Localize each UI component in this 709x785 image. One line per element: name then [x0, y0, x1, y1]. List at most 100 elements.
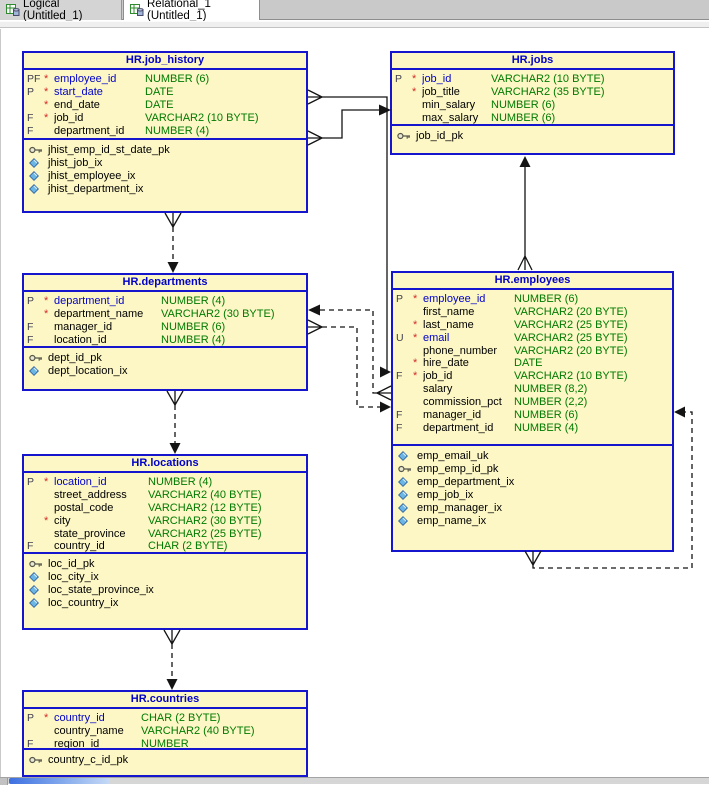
- column-row[interactable]: PF * employee_id NUMBER (6): [24, 73, 306, 86]
- column-row[interactable]: F * job_id VARCHAR2 (10 BYTE): [393, 370, 672, 383]
- column-name: country_id: [54, 540, 105, 553]
- key-row[interactable]: emp_job_ix: [393, 488, 672, 501]
- key-row[interactable]: jhist_employee_ix: [24, 169, 306, 182]
- mandatory-marker: *: [44, 111, 49, 124]
- table-title[interactable]: HR.departments: [24, 275, 306, 292]
- column-row[interactable]: U * email VARCHAR2 (25 BYTE): [393, 332, 672, 345]
- column-row[interactable]: country_name VARCHAR2 (40 BYTE): [24, 725, 306, 738]
- column-row[interactable]: state_province VARCHAR2 (25 BYTE): [24, 528, 306, 541]
- column-key-prefix: [395, 112, 412, 124]
- key-row[interactable]: dept_id_pk: [24, 351, 306, 364]
- key-row[interactable]: emp_emp_id_pk: [393, 462, 672, 475]
- column-row[interactable]: F location_id NUMBER (4): [24, 333, 306, 346]
- primary-key-icon: [29, 755, 43, 765]
- table-countries[interactable]: HR.countries P * country_id CHAR (2 BYTE…: [22, 690, 308, 777]
- column-name: department_id: [423, 421, 494, 434]
- table-columns: P * employee_id NUMBER (6) first_name VA…: [393, 290, 672, 446]
- table-title[interactable]: HR.jobs: [392, 53, 673, 70]
- mandatory-marker: [44, 528, 54, 541]
- column-row[interactable]: salary NUMBER (8,2): [393, 383, 672, 396]
- table-title[interactable]: HR.countries: [24, 692, 306, 709]
- column-row[interactable]: P * employee_id NUMBER (6): [393, 293, 672, 306]
- table-title[interactable]: HR.locations: [24, 456, 306, 473]
- column-row[interactable]: * job_title VARCHAR2 (35 BYTE): [392, 86, 673, 99]
- column-type: CHAR (2 BYTE): [141, 712, 221, 724]
- table-keys: jhist_emp_id_st_date_pk jhist_job_ix: [24, 140, 306, 211]
- table-keys: job_id_pk: [392, 126, 673, 153]
- column-row[interactable]: * last_name VARCHAR2 (25 BYTE): [393, 319, 672, 332]
- column-row[interactable]: F manager_id NUMBER (6): [24, 321, 306, 334]
- index-icon: [29, 597, 43, 608]
- column-key-prefix: F: [27, 333, 34, 346]
- column-row[interactable]: F * job_id VARCHAR2 (10 BYTE): [24, 112, 306, 125]
- diagram-canvas[interactable]: HR.job_history PF * employee_id NUMBER (…: [0, 28, 709, 777]
- mandatory-marker: [44, 540, 54, 552]
- tab-logical[interactable]: Logical (Untitled_1): [0, 0, 122, 22]
- column-row[interactable]: min_salary NUMBER (6): [392, 99, 673, 112]
- column-row[interactable]: * department_name VARCHAR2 (30 BYTE): [24, 308, 306, 321]
- table-job_history[interactable]: HR.job_history PF * employee_id NUMBER (…: [22, 51, 308, 213]
- column-row[interactable]: first_name VARCHAR2 (20 BYTE): [393, 306, 672, 319]
- table-locations[interactable]: HR.locations P * location_id NUMBER (4) …: [22, 454, 308, 630]
- key-row[interactable]: loc_state_province_ix: [24, 583, 306, 596]
- column-row[interactable]: max_salary NUMBER (6): [392, 112, 673, 124]
- table-employees[interactable]: HR.employees P * employee_id NUMBER (6) …: [391, 271, 674, 552]
- table-jobs[interactable]: HR.jobs P * job_id VARCHAR2 (10 BYTE) * …: [390, 51, 675, 155]
- horizontal-scrollbar[interactable]: [0, 777, 709, 785]
- table-title[interactable]: HR.job_history: [24, 53, 306, 70]
- column-row[interactable]: postal_code VARCHAR2 (12 BYTE): [24, 502, 306, 515]
- key-row[interactable]: emp_email_uk: [393, 449, 672, 462]
- column-row[interactable]: F manager_id NUMBER (6): [393, 409, 672, 422]
- key-row[interactable]: jhist_department_ix: [24, 182, 306, 195]
- key-row[interactable]: loc_country_ix: [24, 596, 306, 609]
- key-row[interactable]: jhist_job_ix: [24, 156, 306, 169]
- key-name: dept_location_ix: [48, 364, 128, 377]
- key-row[interactable]: emp_department_ix: [393, 475, 672, 488]
- key-row[interactable]: country_c_id_pk: [24, 753, 306, 766]
- table-departments[interactable]: HR.departments P * department_id NUMBER …: [22, 273, 308, 391]
- key-row[interactable]: emp_name_ix: [393, 514, 672, 527]
- table-keys: loc_id_pk loc_city_ix: [24, 554, 306, 628]
- column-key-prefix: [395, 86, 412, 99]
- table-title[interactable]: HR.employees: [393, 273, 672, 290]
- key-name: jhist_department_ix: [48, 182, 144, 195]
- key-name: emp_job_ix: [417, 488, 474, 501]
- column-row[interactable]: commission_pct NUMBER (2,2): [393, 396, 672, 409]
- column-row[interactable]: F region_id NUMBER: [24, 738, 306, 748]
- table-columns: PF * employee_id NUMBER (6) P * start_da…: [24, 70, 306, 140]
- key-row[interactable]: emp_manager_ix: [393, 501, 672, 514]
- column-row[interactable]: P * job_id VARCHAR2 (10 BYTE): [392, 73, 673, 86]
- key-row[interactable]: dept_location_ix: [24, 364, 306, 377]
- scrollbar-thumb[interactable]: [9, 778, 110, 784]
- column-row[interactable]: * end_date DATE: [24, 99, 306, 112]
- column-key-prefix: PF: [27, 73, 41, 85]
- column-row[interactable]: P * start_date DATE: [24, 86, 306, 99]
- column-key-prefix: [396, 357, 413, 370]
- mandatory-marker: *: [44, 307, 49, 320]
- column-type: VARCHAR2 (35 BYTE): [491, 85, 605, 98]
- column-row[interactable]: F department_id NUMBER (4): [393, 422, 672, 435]
- column-type: NUMBER (2,2): [514, 396, 588, 409]
- column-name: postal_code: [54, 501, 114, 514]
- key-row[interactable]: job_id_pk: [392, 129, 673, 142]
- column-type: NUMBER (6): [145, 73, 210, 85]
- column-row[interactable]: F department_id NUMBER (4): [24, 125, 306, 138]
- mandatory-marker: *: [413, 293, 418, 305]
- column-row[interactable]: street_address VARCHAR2 (40 BYTE): [24, 489, 306, 502]
- column-key-prefix: [27, 308, 44, 321]
- column-row[interactable]: * hire_date DATE: [393, 357, 672, 370]
- column-name: first_name: [423, 305, 475, 318]
- column-row[interactable]: phone_number VARCHAR2 (20 BYTE): [393, 345, 672, 358]
- key-row[interactable]: loc_city_ix: [24, 570, 306, 583]
- column-name: job_id: [422, 73, 452, 85]
- column-type: NUMBER (8,2): [514, 383, 588, 396]
- column-row[interactable]: * city VARCHAR2 (30 BYTE): [24, 515, 306, 528]
- column-row[interactable]: P * department_id NUMBER (4): [24, 295, 306, 308]
- column-row[interactable]: P * location_id NUMBER (4): [24, 476, 306, 489]
- key-row[interactable]: jhist_emp_id_st_date_pk: [24, 143, 306, 156]
- column-row[interactable]: F country_id CHAR (2 BYTE): [24, 540, 306, 553]
- key-row[interactable]: loc_id_pk: [24, 557, 306, 570]
- column-row[interactable]: P * country_id CHAR (2 BYTE): [24, 712, 306, 725]
- tab-relational[interactable]: Relational_1 (Untitled_1): [123, 0, 260, 22]
- mandatory-marker: [44, 125, 54, 138]
